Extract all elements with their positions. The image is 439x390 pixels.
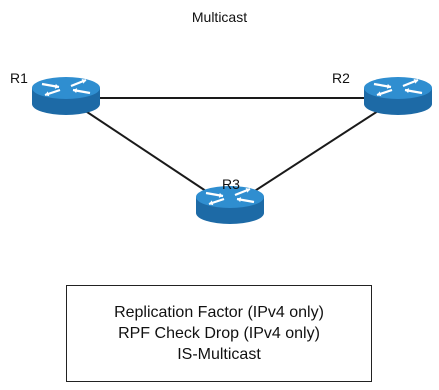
router-label-r3: R3 [222,176,240,192]
info-line-replication-factor: Replication Factor (IPv4 only) [114,304,324,321]
routers-layer [32,77,432,224]
diagram-title: Multicast [191,9,248,25]
link-r1-r3 [65,97,231,208]
links-layer [65,97,399,208]
link-r2-r3 [229,97,399,208]
router-icon-r3 [196,186,264,224]
info-line-is-multicast: IS-Multicast [177,346,261,363]
info-line-rpf-check-drop: RPF Check Drop (IPv4 only) [118,325,320,342]
router-icon-r2 [364,77,432,115]
router-label-r2: R2 [332,70,350,86]
router-label-r1: R1 [10,70,28,86]
router-icon-r1 [32,77,100,115]
multicast-info-box: Replication Factor (IPv4 only) RPF Check… [66,285,372,382]
